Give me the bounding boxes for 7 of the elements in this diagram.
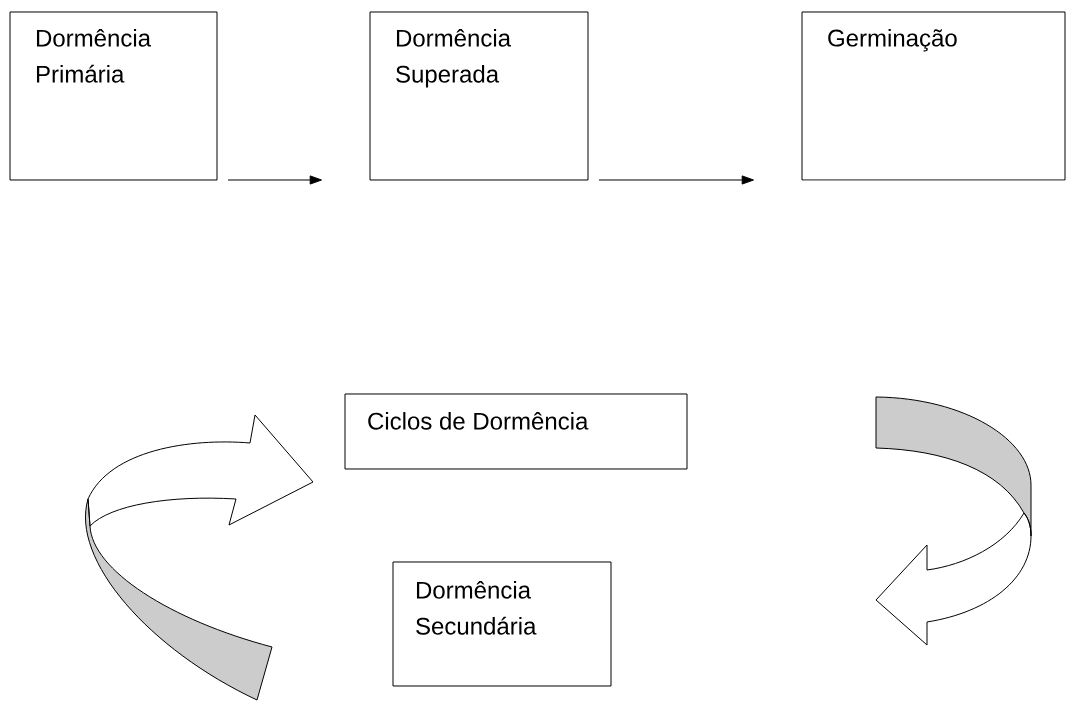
arrow — [227, 175, 322, 185]
process-box: Germinação — [801, 11, 1066, 181]
process-box: Dormência Superada — [369, 11, 589, 181]
arrow — [598, 175, 754, 185]
process-box: Dormência Primária — [9, 11, 218, 181]
process-box: Ciclos de Dormência — [344, 393, 688, 470]
process-box: Dormência Secundária — [392, 561, 612, 687]
